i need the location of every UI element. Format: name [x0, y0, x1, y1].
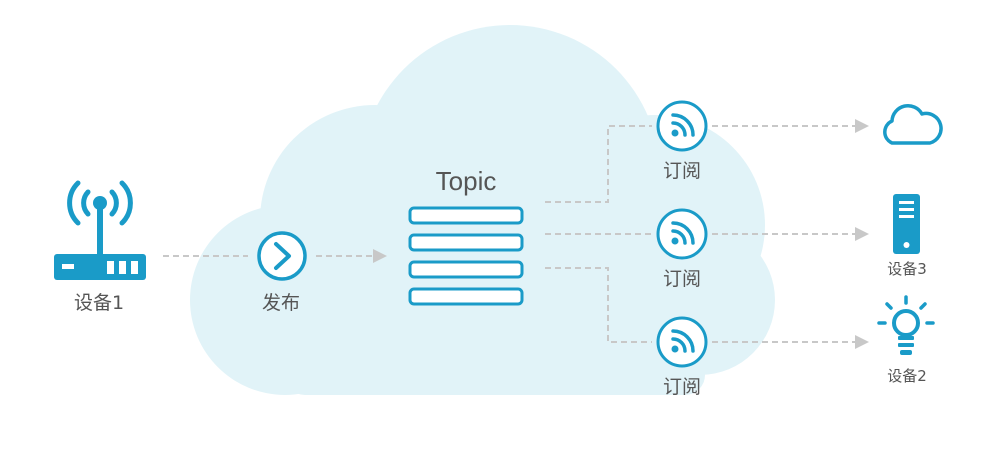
cloud-icon [883, 104, 943, 145]
rss-circle-icon [656, 100, 708, 152]
arrow-topic-to-sub1 [545, 125, 652, 203]
publish-label: 发布 [261, 292, 301, 314]
router-icon [54, 180, 146, 280]
device3-label: 设备3 [887, 260, 927, 278]
device1-label: 设备1 [73, 292, 125, 314]
subscribe-label-1: 订阅 [662, 160, 702, 182]
queue-list-icon [408, 206, 524, 306]
connectors [163, 119, 869, 349]
subscribe-label-3: 订阅 [662, 376, 702, 398]
rss-circle-icon [656, 316, 708, 368]
lightbulb-icon [877, 295, 935, 355]
arrow-topic-to-sub3 [545, 267, 652, 343]
mobile-device-icon [893, 194, 920, 254]
subscribe-label-2: 订阅 [662, 268, 702, 290]
chevron-right-circle-icon [257, 231, 307, 281]
topic-label: Topic [435, 166, 497, 196]
device2-label: 设备2 [887, 367, 927, 385]
rss-circle-icon [656, 208, 708, 260]
